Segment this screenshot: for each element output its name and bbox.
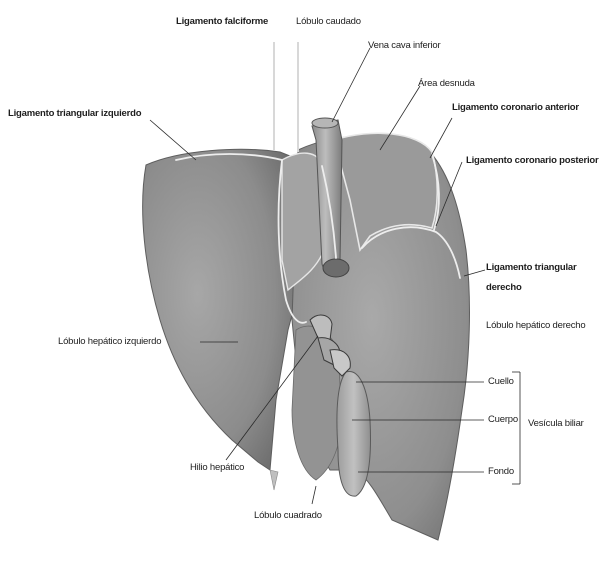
label-ligamento-triangular-izquierdo: Ligamento triangular izquierdo — [8, 108, 141, 119]
label-ligamento-triangular-derecho-2: derecho — [486, 282, 522, 293]
label-vena-cava-inferior: Vena cava inferior — [368, 40, 440, 51]
label-cuello: Cuello — [488, 376, 514, 387]
label-lobulo-hepatico-izquierdo: Lóbulo hepático izquierdo — [58, 336, 161, 347]
falciform-ligament — [274, 42, 298, 152]
label-ligamento-coronario-anterior: Ligamento coronario anterior — [452, 102, 579, 113]
label-ligamento-triangular-derecho-1: Ligamento triangular — [486, 262, 576, 273]
label-hilio-hepatico: Hilio hepático — [190, 462, 244, 473]
label-ligamento-coronario-posterior: Ligamento coronario posterior — [466, 155, 599, 166]
label-cuerpo: Cuerpo — [488, 414, 518, 425]
label-fondo: Fondo — [488, 466, 514, 477]
caudate-ligament-tail — [270, 470, 278, 490]
label-lobulo-hepatico-derecho: Lóbulo hepático derecho — [486, 320, 585, 331]
left-hepatic-lobe — [143, 149, 300, 470]
label-lobulo-caudado-top: Lóbulo caudado — [296, 16, 361, 27]
gallbladder — [337, 372, 371, 497]
label-area-desnuda: Área desnuda — [418, 78, 475, 89]
label-vesicula-biliar: Vesícula biliar — [528, 418, 584, 429]
vena-cava-opening — [323, 259, 349, 277]
label-lobulo-cuadrado-bottom: Lóbulo cuadrado — [254, 510, 322, 521]
label-ligamento-falciforme: Ligamento falciforme — [176, 16, 268, 27]
